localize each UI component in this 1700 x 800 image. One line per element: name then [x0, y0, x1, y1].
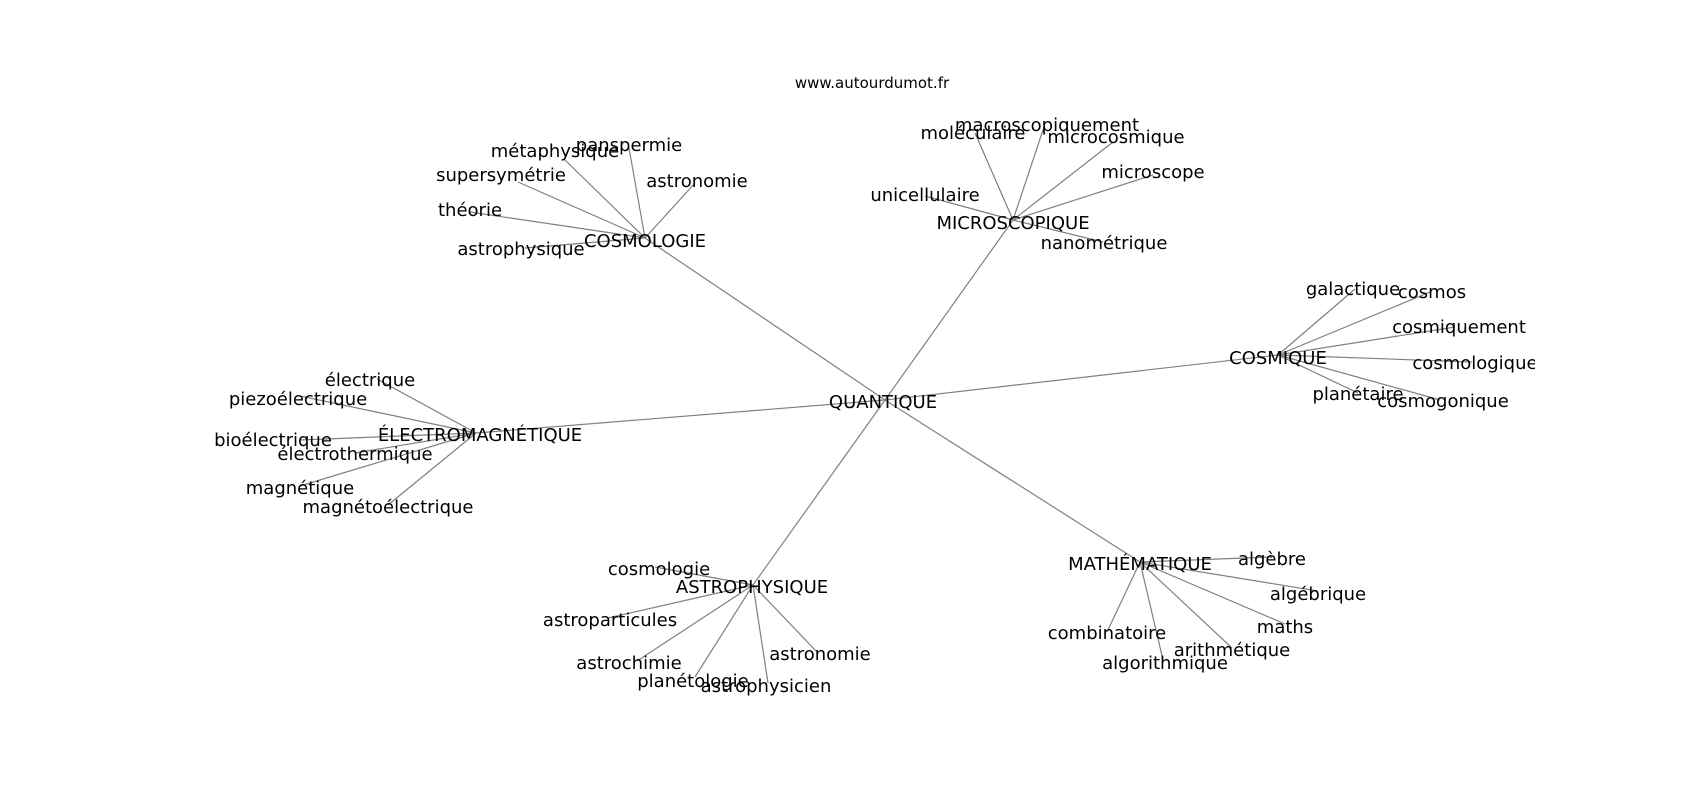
- node-planetologie: planétologie: [637, 671, 749, 692]
- node-supersymetrie: supersymétrie: [436, 165, 566, 186]
- node-cosmiquement: cosmiquement: [1392, 317, 1526, 338]
- edge-mathematique-combinatoire: [1106, 561, 1141, 633]
- edge-cosmologie-astrophysique: [524, 237, 646, 249]
- site-label: www.autourdumot.fr: [795, 74, 950, 92]
- node-panspermie: panspermie: [576, 135, 682, 156]
- node-cosmos: cosmos: [1398, 282, 1466, 303]
- edge-cosmologie-astronomie: [644, 182, 696, 239]
- graph-labels: QUANTIQUE COSMOLOGIE MICROSCOPIQUE COSMI…: [214, 115, 1537, 697]
- node-electromagnetique: ÉLECTROMAGNÉTIQUE: [378, 424, 582, 446]
- edge-cosmique-cosmos: [1277, 291, 1431, 356]
- edge-mathematique-arithmetique: [1139, 561, 1233, 649]
- edge-microscopique-microscope: [1012, 174, 1154, 221]
- node-astrophysique-hub: ASTROPHYSIQUE: [676, 577, 828, 598]
- edge-quantique-astrophysique: [752, 399, 886, 586]
- node-algebrique: algébrique: [1270, 584, 1366, 605]
- edge-electromagnetique-piezoelectrique: [299, 395, 477, 434]
- edge-cosmique-cosmologique: [1277, 354, 1473, 363]
- edge-quantique-mathematique: [884, 399, 1141, 563]
- node-metaphysique: métaphysique: [491, 141, 619, 162]
- node-astrophysicien: astrophysicien: [701, 676, 832, 697]
- edge-astrophysique-astronomie: [752, 584, 818, 653]
- graph-edges: [299, 126, 1473, 684]
- edge-electromagnetique-bioelectrique: [299, 432, 477, 441]
- edge-cosmologie-theorie: [469, 211, 646, 239]
- edge-mathematique-algebre: [1139, 556, 1273, 563]
- node-cosmique: COSMIQUE: [1229, 348, 1327, 369]
- edge-cosmologie-panspermie: [628, 147, 646, 239]
- edge-microscopique-macroscopiquement: [1012, 126, 1045, 221]
- node-quantique: QUANTIQUE: [829, 392, 937, 413]
- edge-astrophysique-planetologie: [694, 584, 754, 678]
- edge-cosmique-cosmogonique: [1277, 354, 1441, 401]
- edge-microscopique-moleculaire: [974, 132, 1014, 221]
- node-electrique: électrique: [325, 370, 415, 391]
- edge-quantique-microscopique: [884, 219, 1014, 401]
- node-cosmologie-hub: COSMOLOGIE: [584, 231, 706, 252]
- edge-cosmique-planetaire: [1277, 354, 1359, 394]
- node-galactique: galactique: [1306, 279, 1400, 300]
- edge-quantique-cosmologie: [644, 237, 886, 401]
- edge-electromagnetique-electrique: [376, 378, 477, 434]
- node-nanometrique: nanométrique: [1041, 233, 1168, 254]
- node-magnetique: magnétique: [246, 478, 354, 499]
- edge-cosmique-galactique: [1277, 288, 1356, 356]
- node-cosmogonique: cosmogonique: [1377, 391, 1509, 412]
- edge-microscopique-nanometrique: [1012, 219, 1104, 243]
- edge-electromagnetique-electrothermique: [354, 432, 477, 454]
- node-astronomie-astro: astronomie: [769, 644, 871, 665]
- edge-mathematique-maths: [1139, 561, 1286, 625]
- node-piezoelectrique: piezoélectrique: [229, 389, 367, 410]
- node-algebre: algèbre: [1238, 549, 1306, 570]
- node-magnetoelectrique: magnétoélectrique: [303, 497, 474, 518]
- node-microscopique: MICROSCOPIQUE: [936, 213, 1089, 234]
- edge-astrophysique-cosmologie: [654, 566, 754, 586]
- edge-microscopique-microcosmique: [1012, 141, 1114, 221]
- node-bioelectrique: bioélectrique: [214, 430, 332, 451]
- node-microcosmique: microcosmique: [1047, 127, 1184, 148]
- node-macroscopiquement: macroscopiquement: [955, 115, 1139, 136]
- node-arithmetique: arithmétique: [1174, 640, 1290, 661]
- node-planetaire: planétaire: [1312, 384, 1403, 405]
- edge-astrophysique-astroparticules: [607, 584, 754, 619]
- node-cosmologique: cosmologique: [1412, 353, 1537, 374]
- edge-quantique-cosmique: [884, 354, 1279, 401]
- edge-cosmologie-supersymetrie: [517, 181, 646, 239]
- node-astrochimie: astrochimie: [576, 653, 681, 674]
- edge-cosmique-cosmiquement: [1277, 326, 1456, 356]
- edge-mathematique-algebrique: [1139, 561, 1319, 592]
- node-unicellulaire: unicellulaire: [870, 185, 979, 206]
- node-mathematique: MATHÉMATIQUE: [1068, 553, 1212, 575]
- edge-astrophysique-astrophysicien: [752, 584, 769, 684]
- node-maths: maths: [1257, 617, 1313, 638]
- node-microscope: microscope: [1101, 162, 1204, 183]
- node-theorie: théorie: [438, 200, 502, 221]
- edge-cosmologie-metaphysique: [564, 159, 646, 239]
- node-algorithmique: algorithmique: [1102, 653, 1228, 674]
- node-moleculaire: moléculaire: [920, 123, 1025, 144]
- node-electrothermique: électrothermique: [277, 444, 432, 465]
- edge-electromagnetique-magnetique: [299, 432, 477, 487]
- node-astronomie-cosmo: astronomie: [646, 171, 748, 192]
- edge-mathematique-algorithmique: [1139, 561, 1164, 661]
- edge-quantique-electromagnetique: [475, 399, 886, 434]
- node-astrophysique-leaf: astrophysique: [457, 239, 584, 260]
- edge-microscopique-unicellulaire: [924, 195, 1014, 221]
- edge-electromagnetique-magnetoelectrique: [387, 432, 477, 506]
- node-astroparticules: astroparticules: [543, 610, 677, 631]
- node-cosmologie-leaf: cosmologie: [608, 559, 710, 580]
- node-combinatoire: combinatoire: [1048, 623, 1166, 644]
- edge-astrophysique-astrochimie: [636, 584, 754, 662]
